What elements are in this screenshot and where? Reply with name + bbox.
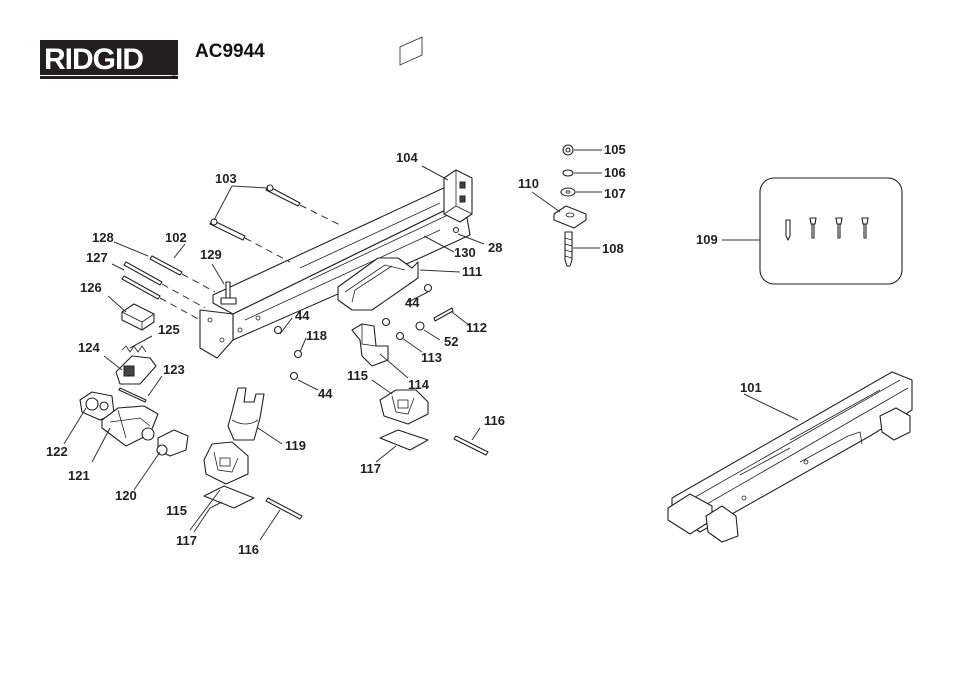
pin-part-116-right — [453, 435, 489, 456]
screw-bag-part-109 — [759, 177, 903, 285]
foot-part-115-left — [203, 441, 249, 485]
pad-part-117-left — [203, 485, 255, 509]
long-bolts-part-103 — [209, 184, 341, 263]
pin-part-116-left — [265, 497, 303, 520]
ridgid-logo: RIDGID ® — [40, 40, 178, 81]
fasteners-part-112-113-52 — [395, 307, 454, 341]
callout-118: 118 — [306, 328, 327, 343]
callout-113: 113 — [421, 350, 442, 365]
callout-127: 127 — [86, 250, 108, 265]
bracket-part-122 — [79, 391, 115, 421]
bracket-part-114 — [351, 323, 389, 367]
callout-101: 101 — [740, 380, 762, 395]
callout-103: 103 — [215, 171, 237, 186]
callout-120: 120 — [115, 488, 137, 503]
callout-125: 125 — [158, 322, 180, 337]
clamp-part-119 — [227, 387, 265, 441]
callout-130: 130 — [454, 245, 476, 260]
callout-44-lower: 44 — [318, 386, 333, 401]
callout-115-left: 115 — [166, 503, 187, 518]
nuts-part-44-118 — [273, 283, 433, 381]
model-number: AC9944 — [195, 41, 265, 62]
spring-part-125 — [121, 345, 147, 353]
callout-116-left: 116 — [238, 542, 259, 557]
callout-117-left: 117 — [176, 533, 197, 548]
callout-labels: 101 102 103 104 105 106 107 108 109 110 … — [46, 142, 762, 557]
knob-part-120 — [141, 427, 189, 457]
callout-115-right: 115 — [347, 368, 368, 383]
brand-name: RIDGID — [44, 43, 143, 76]
callout-112: 112 — [466, 320, 487, 335]
callout-109: 109 — [696, 232, 718, 247]
callout-121: 121 — [68, 468, 90, 483]
block-part-126 — [121, 303, 155, 331]
callout-28: 28 — [488, 240, 502, 255]
callout-122: 122 — [46, 444, 68, 459]
registered-mark: ® — [172, 74, 177, 81]
end-cap-part-104 — [443, 169, 473, 223]
callout-102: 102 — [165, 230, 187, 245]
callout-44-middle: 44 — [295, 308, 310, 323]
callout-117-right: 117 — [360, 461, 381, 476]
foot-part-115-right — [379, 389, 429, 425]
assembled-rail-part-101 — [667, 371, 913, 543]
callout-119: 119 — [285, 438, 306, 453]
pin-part-123 — [118, 387, 147, 403]
hardware-stack-105-110 — [553, 144, 587, 267]
leader-lines — [63, 149, 799, 541]
screw-part-28 — [452, 226, 460, 234]
callout-114: 114 — [408, 377, 430, 392]
pad-part-117-right — [379, 429, 429, 451]
callout-123: 123 — [163, 362, 185, 377]
callout-108: 108 — [602, 241, 624, 256]
main-rail-part — [199, 36, 471, 359]
latch-part-124 — [115, 355, 157, 385]
callout-128: 128 — [92, 230, 114, 245]
callout-107: 107 — [604, 186, 626, 201]
callout-124: 124 — [78, 340, 100, 355]
callout-104: 104 — [396, 150, 418, 165]
callout-44-upper: 44 — [405, 295, 420, 310]
callout-105: 105 — [604, 142, 626, 157]
callout-116-right: 116 — [484, 413, 505, 428]
callout-110: 110 — [518, 176, 539, 191]
callout-106: 106 — [604, 165, 626, 180]
callout-111: 111 — [462, 264, 482, 279]
callout-126: 126 — [80, 280, 102, 295]
bolt-part-129 — [220, 281, 237, 305]
callout-52: 52 — [444, 334, 458, 349]
rods-part-102-127-128 — [121, 255, 216, 321]
handle-part-111 — [337, 257, 419, 311]
callout-129: 129 — [200, 247, 222, 262]
